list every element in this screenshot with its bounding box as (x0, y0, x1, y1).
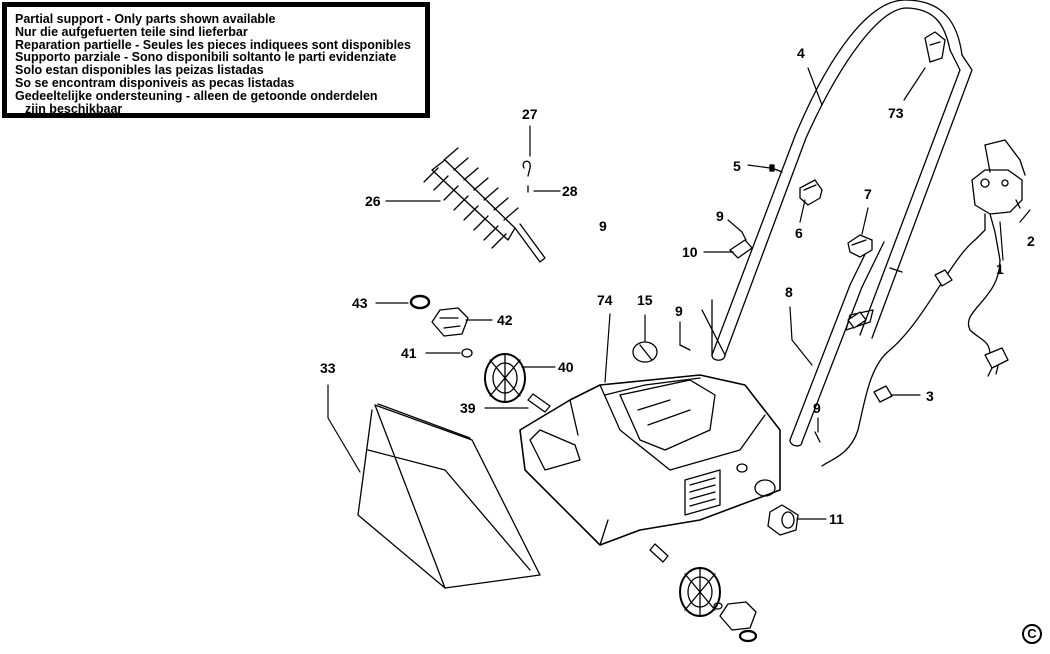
switch-box (971, 139, 1026, 261)
callout-6: 6 (795, 225, 803, 241)
handle-knob-lower (847, 234, 873, 258)
washer-41 (461, 348, 473, 358)
screw-9b (679, 344, 691, 351)
power-cable (821, 239, 1009, 467)
notice-line-en: Partial support - Only parts shown avail… (15, 12, 276, 26)
callout-4: 4 (797, 45, 805, 61)
callout-1: 1 (996, 261, 1004, 277)
callout-27: 27 (522, 106, 538, 122)
callout-28: 28 (562, 183, 578, 199)
cable-clip (729, 239, 753, 259)
callout-9d: 9 (813, 400, 821, 416)
screw-9c (814, 431, 821, 443)
deck-housing (519, 374, 781, 546)
callout-41: 41 (401, 345, 417, 361)
callout-42: 42 (497, 312, 513, 328)
availability-notice: Partial support - Only parts shown avail… (2, 2, 430, 118)
callout-40: 40 (558, 359, 574, 375)
callout-43: 43 (352, 295, 368, 311)
height-adjuster-11 (767, 504, 799, 536)
callout-3: 3 (926, 388, 934, 404)
notice-line-it: Supporto parziale - Sono disponibili sol… (15, 50, 397, 65)
handle-grip-clip (924, 31, 946, 63)
bush-15 (632, 341, 658, 363)
callout-9b: 9 (716, 208, 724, 224)
notice-line-nl-cont: zijn beschikbaar (25, 101, 123, 116)
callout-7: 7 (864, 186, 872, 202)
ring-43 (409, 294, 431, 310)
notice-line-es: Solo estan disponibles las peizas listad… (15, 63, 264, 78)
grass-box (357, 403, 541, 589)
screw-5 (769, 164, 783, 173)
callout-39: 39 (460, 400, 476, 416)
copyright-symbol: C (1022, 624, 1042, 644)
scarifier-roller (423, 147, 546, 263)
callout-5: 5 (733, 158, 741, 174)
upper-handle (701, 0, 973, 361)
cable-clip-2 (847, 311, 867, 329)
notice-line-pt: So se encontram disponiveis as pecas lis… (15, 75, 295, 90)
bearing-42 (431, 307, 469, 337)
callout-9a: 9 (599, 218, 607, 234)
handle-knob-upper (799, 179, 823, 206)
bearing-lower (713, 601, 758, 643)
wheel-lower (679, 567, 721, 617)
notice-line-fr: Reparation partielle - Seules les pieces… (15, 37, 411, 52)
screw-handle (889, 267, 903, 273)
callout-8: 8 (785, 284, 793, 300)
callout-74: 74 (597, 292, 613, 308)
callout-33: 33 (320, 360, 336, 376)
cable-clamp-3 (873, 385, 893, 403)
lower-handle (789, 239, 885, 447)
callout-73: 73 (888, 105, 904, 121)
screw-9a (741, 231, 747, 241)
wheel-40 (484, 353, 526, 403)
callout-15: 15 (637, 292, 653, 308)
axle-pin-lower (649, 543, 669, 563)
callout-26: 26 (365, 193, 381, 209)
callout-2: 2 (1027, 233, 1035, 249)
callout-10: 10 (682, 244, 698, 260)
notice-line-de: Nur die aufgefuerten teile sind lieferba… (15, 24, 248, 39)
callout-11: 11 (829, 511, 844, 527)
callout-9c: 9 (675, 303, 683, 319)
split-pin (522, 160, 531, 177)
part-number-labels: 1 2 3 4 5 6 7 8 9 9 9 9 10 11 15 26 27 2… (320, 45, 1035, 527)
axle-pin-39 (527, 393, 551, 413)
leader-lines (327, 67, 1031, 520)
cable-strain-relief (934, 269, 953, 287)
notice-line-nl: Gedeeltelijke ondersteuning - alleen de … (15, 88, 378, 103)
